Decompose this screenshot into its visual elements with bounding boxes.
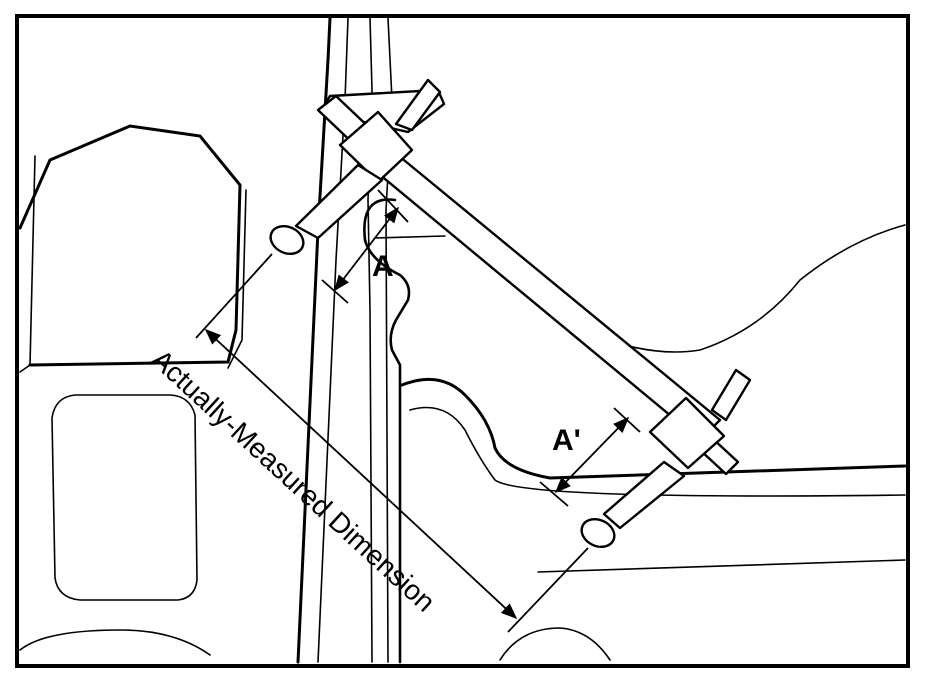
left-lower-panel-outline (51, 394, 198, 601)
measured-dimension-arrow (204, 328, 518, 620)
left-pointer-tip (269, 225, 305, 255)
dim-a-extension-upper (377, 189, 409, 223)
left-cross-rod-upper (394, 78, 442, 132)
left-pointer (294, 163, 384, 240)
tram-gauge (269, 78, 752, 548)
right-pointer-tip (580, 518, 616, 548)
label-a: A (372, 250, 394, 283)
measured-extension-right (507, 547, 589, 633)
right-pointer (602, 460, 686, 530)
dimension-lines (195, 189, 641, 633)
label-a-prime: A' (552, 424, 581, 457)
dim-a-prime-arrow (554, 416, 630, 494)
right-cross-rod-upper (710, 368, 752, 422)
measured-extension-left (195, 253, 273, 339)
right-slider-block (648, 396, 726, 470)
left-bottom-outline (19, 364, 31, 373)
dim-a-arrow (334, 206, 399, 292)
left-bottom-arc (19, 629, 211, 656)
sill-lower-line (537, 559, 906, 573)
dim-a-prime-extension-lower (539, 481, 569, 507)
dim-a-extension-lower (321, 279, 349, 304)
bottom-right-arc (499, 627, 611, 661)
